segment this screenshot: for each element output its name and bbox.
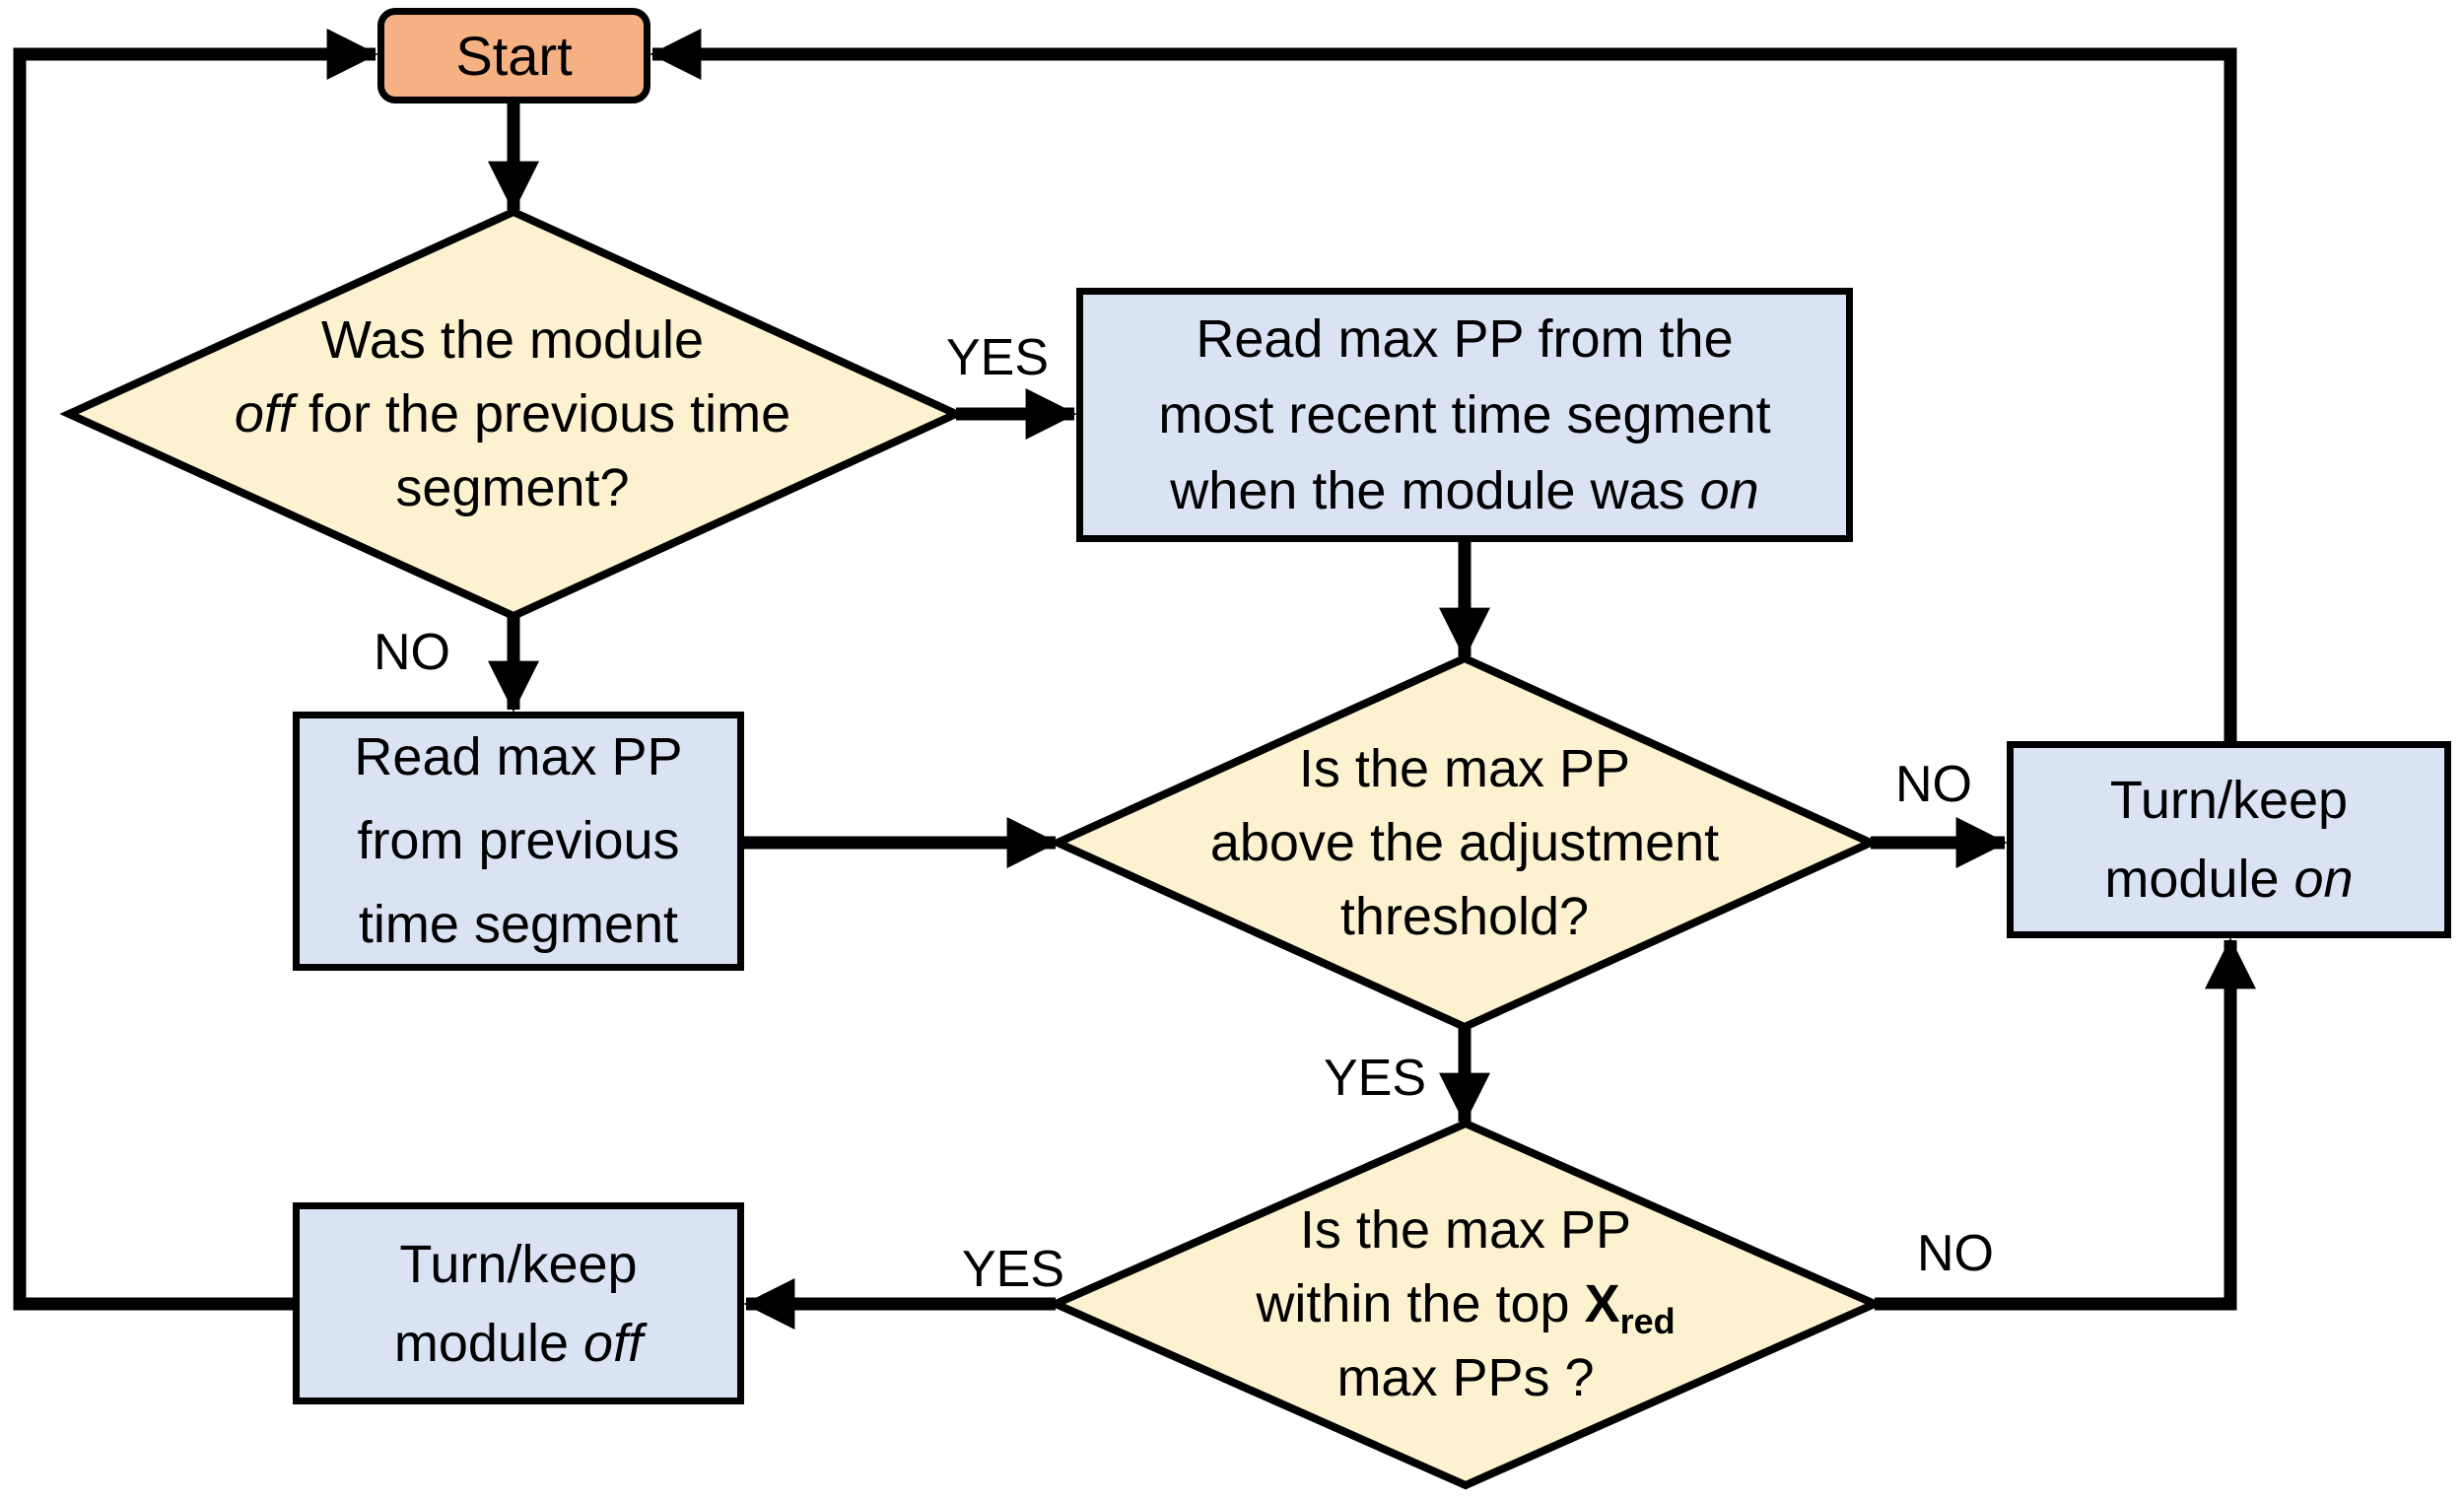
edge-label-yes-decision3: YES — [961, 1241, 1065, 1298]
turn-on-box: Turn/keep module on — [2007, 741, 2451, 938]
edge-label-no-decision3: NO — [1917, 1225, 1994, 1282]
start-label: Start — [455, 24, 573, 87]
connector-turnoff-loop-to-start — [13, 29, 378, 1311]
start-node: Start — [377, 8, 650, 103]
connector-turnon-loop-to-start — [650, 29, 2237, 741]
decision-module-off-diamond — [59, 207, 966, 621]
turn-off-box: Turn/keep module off — [293, 1202, 744, 1404]
edge-label-no-decision2: NO — [1895, 756, 1972, 813]
read-prev-box: Read max PP from previous time segment — [293, 712, 744, 971]
read-recent-box: Read max PP from the most recent time se… — [1076, 288, 1853, 542]
edge-label-yes-decision2: YES — [1323, 1050, 1427, 1107]
decision-top-x-diamond — [1046, 1119, 1884, 1490]
edge-label-yes-decision1: YES — [945, 329, 1050, 386]
decision-module-off-text: Was the module off for the previous time… — [234, 310, 791, 517]
connector-decision3-no — [1875, 937, 2256, 1311]
decision-top-x-text: Is the max PP within the top Xred max PP… — [1256, 1200, 1676, 1407]
edge-label-no-decision1: NO — [374, 624, 450, 681]
decision-threshold-diamond — [1048, 653, 1881, 1032]
decision-threshold-text: Is the max PP above the adjustment thres… — [1209, 739, 1720, 946]
